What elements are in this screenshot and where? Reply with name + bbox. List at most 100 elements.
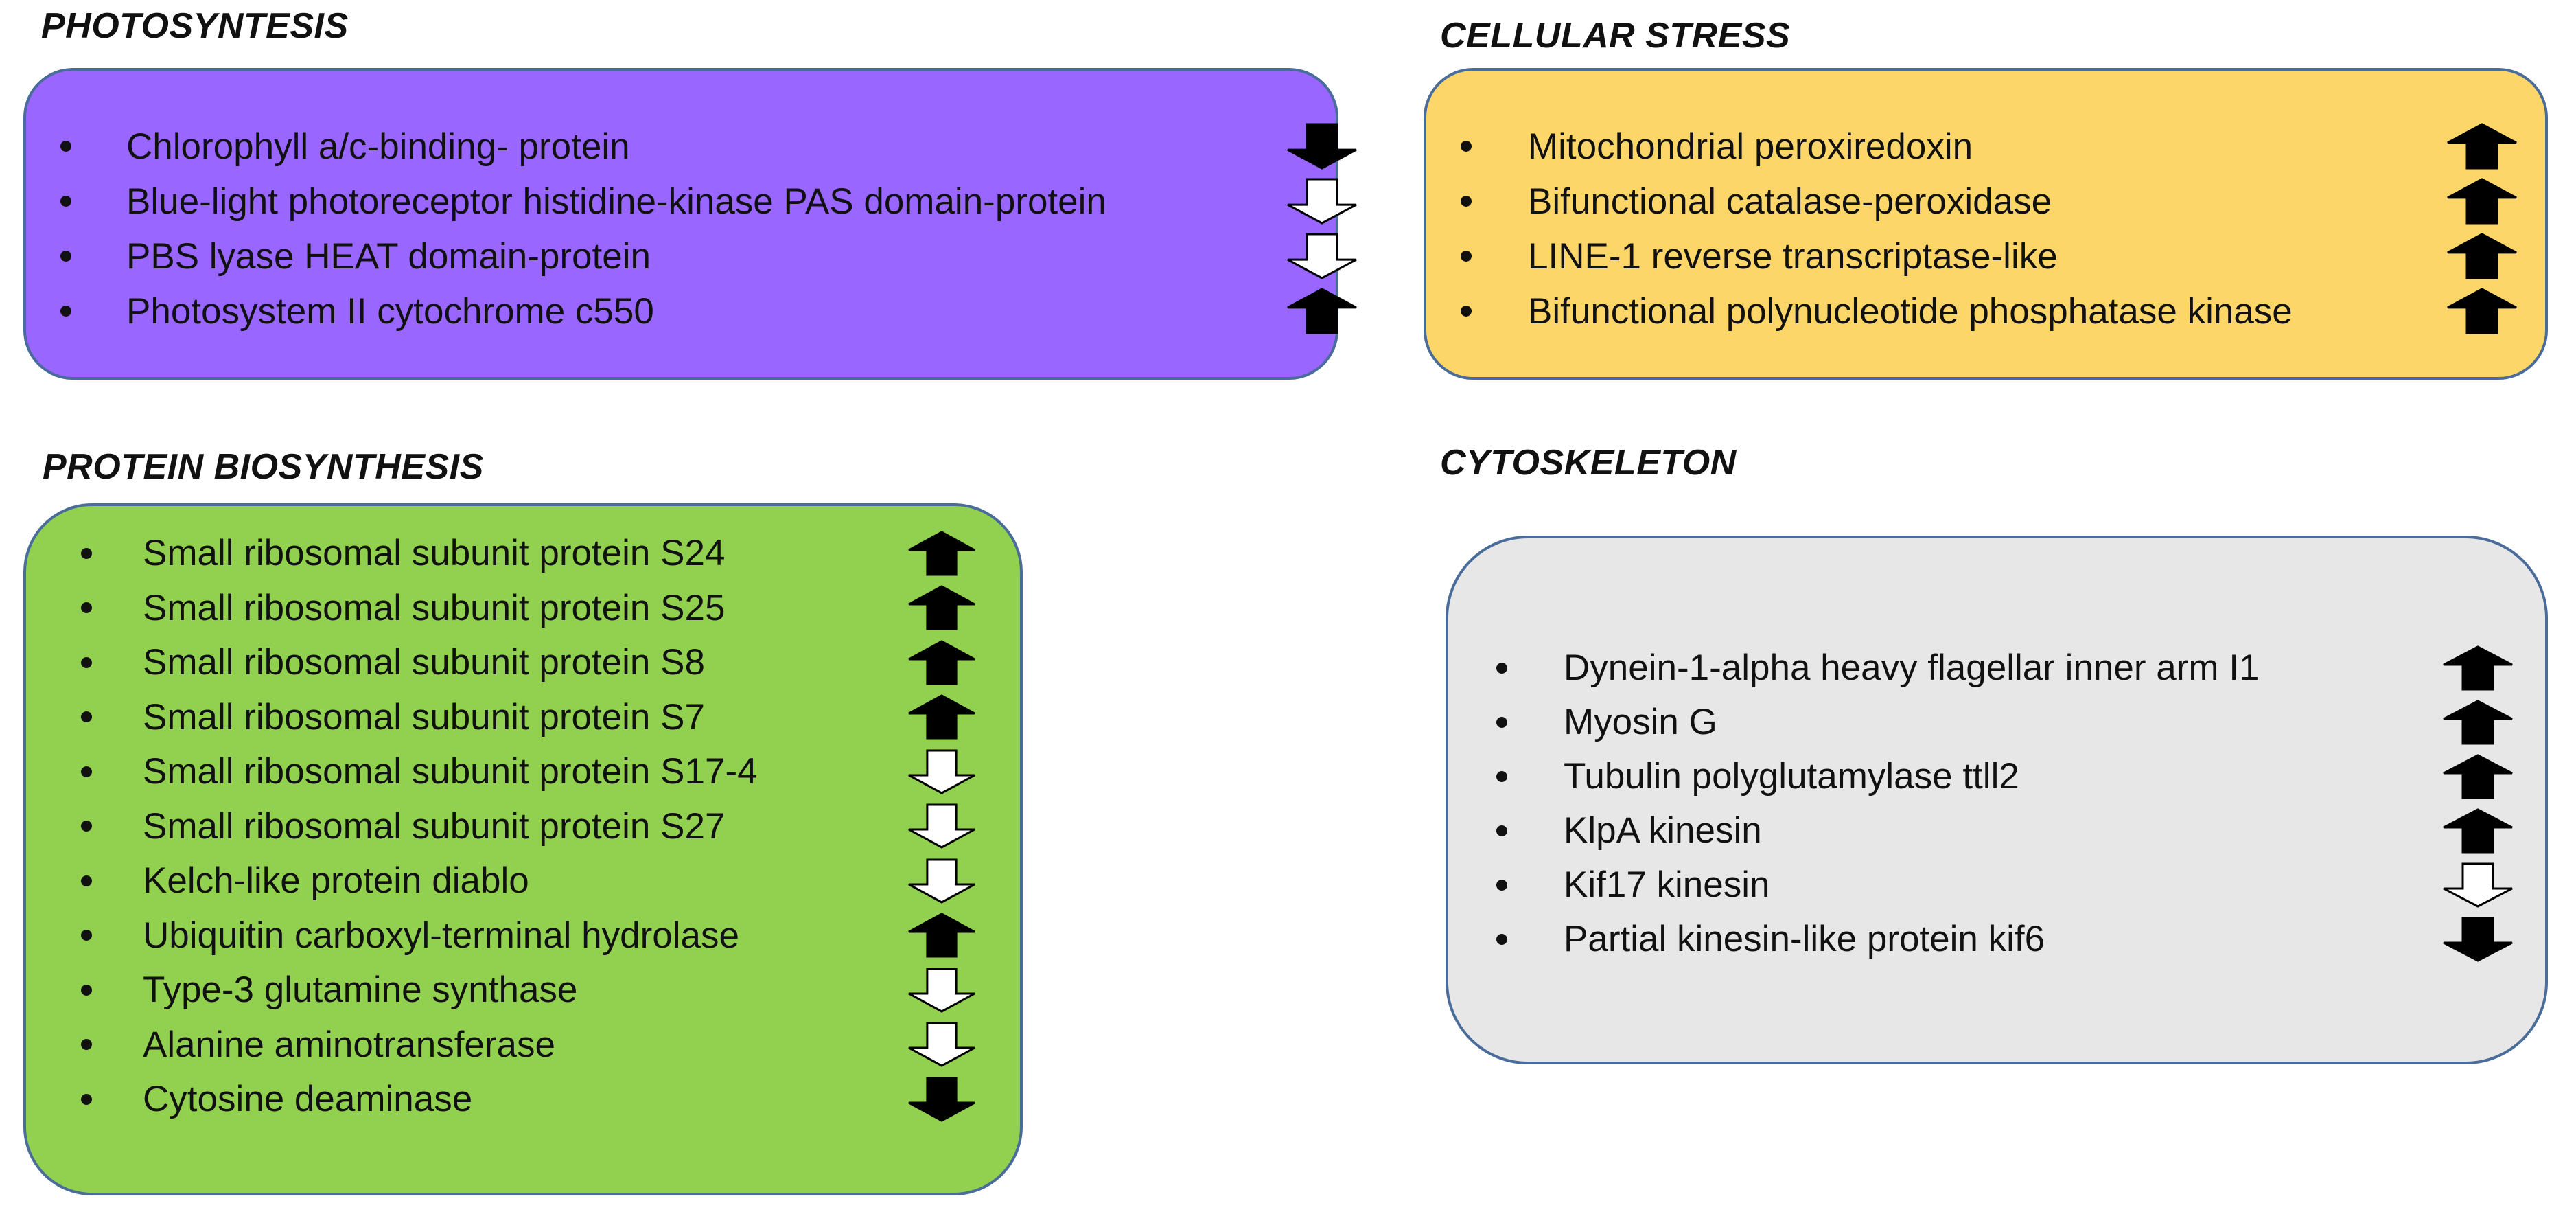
up-arrow-filled-icon: [909, 532, 975, 575]
down-arrow-outline-icon: [1288, 234, 1356, 278]
list-item: Partial kinesin-like protein kif6: [1496, 912, 2546, 966]
down-arrow-outline-icon: [909, 969, 975, 1011]
list-item: Small ribosomal subunit protein S8: [81, 635, 1021, 690]
down-arrow-outline-icon: [1288, 179, 1356, 223]
bullet-icon: [81, 602, 92, 614]
list-item: Photosystem II cytochrome c550: [60, 284, 1344, 339]
bullet-icon: [81, 1093, 92, 1105]
down-arrow-outline-icon: [2444, 864, 2512, 906]
down-arrow-filled-icon: [2444, 918, 2512, 961]
bullet-icon: [81, 984, 92, 996]
list-item: LINE-1 reverse transcriptase-like: [1461, 229, 2552, 284]
bullet-icon: [1461, 251, 1472, 262]
list-item: Kelch-like protein diablo: [81, 854, 1021, 908]
protein-label: LINE-1 reverse transcriptase-like: [1528, 236, 2058, 277]
protein-label: Kif17 kinesin: [1564, 865, 1770, 905]
protein-label: Small ribosomal subunit protein S24: [143, 533, 726, 574]
up-arrow-filled-icon: [2444, 701, 2512, 744]
list-item: Small ribosomal subunit protein S7: [81, 690, 1021, 745]
bullet-icon: [81, 875, 92, 886]
bullet-icon: [60, 196, 71, 207]
bullet-icon: [60, 141, 71, 152]
protein-label: Blue-light photoreceptor histidine-kinas…: [126, 181, 1106, 222]
list-item: Myosin G: [1496, 695, 2546, 749]
up-arrow-filled-icon: [2448, 289, 2516, 333]
protein-label: Tubulin polyglutamylase ttll2: [1564, 756, 2019, 797]
list-item: Kif17 kinesin: [1496, 858, 2546, 912]
protein-label: Small ribosomal subunit protein S7: [143, 696, 705, 737]
list-item: Small ribosomal subunit protein S17-4: [81, 744, 1021, 799]
bullet-icon: [1461, 196, 1472, 207]
list-item: Ubiquitin carboxyl-terminal hydrolase: [81, 908, 1021, 963]
list-item: Tubulin polyglutamylase ttll2: [1496, 749, 2546, 803]
list-item: Bifunctional catalase-peroxidase: [1461, 174, 2552, 229]
bullet-icon: [1496, 770, 1507, 782]
protein-label: Ubiquitin carboxyl-terminal hydrolase: [143, 915, 739, 956]
protein-label: Small ribosomal subunit protein S27: [143, 805, 726, 847]
bullet-icon: [1496, 879, 1507, 891]
bullet-icon: [81, 930, 92, 941]
cytoskeleton-list: Dynein-1-alpha heavy flagellar inner arm…: [1496, 641, 2546, 966]
bullet-icon: [81, 547, 92, 559]
section-title-cellular-stress: CELLULAR STRESS: [1440, 16, 1791, 56]
protein-label: Bifunctional catalase-peroxidase: [1528, 181, 2052, 222]
up-arrow-filled-icon: [2448, 179, 2516, 223]
list-item: Blue-light photoreceptor histidine-kinas…: [60, 174, 1344, 229]
protein-label: Mitochondrial peroxiredoxin: [1528, 126, 1973, 167]
bullet-icon: [81, 656, 92, 668]
protein-label: Myosin G: [1564, 702, 1717, 742]
list-item: Bifunctional polynucleotide phosphatase …: [1461, 284, 2552, 339]
up-arrow-filled-icon: [909, 914, 975, 957]
list-item: Cytosine deaminase: [81, 1072, 1021, 1127]
list-item: Chlorophyll a/c-binding- protein: [60, 119, 1344, 174]
down-arrow-outline-icon: [909, 1023, 975, 1066]
protein-label: Small ribosomal subunit protein S25: [143, 587, 726, 628]
bullet-icon: [1496, 825, 1507, 836]
bullet-icon: [81, 766, 92, 777]
down-arrow-filled-icon: [1288, 124, 1356, 168]
bullet-icon: [81, 1039, 92, 1051]
list-item: Small ribosomal subunit protein S25: [81, 581, 1021, 636]
protein-label: Alanine aminotransferase: [143, 1024, 556, 1065]
section-title-photosynthesis: PHOTOSYNTESIS: [41, 6, 349, 46]
section-title-protein-biosynthesis: PROTEIN BIOSYNTHESIS: [43, 447, 484, 487]
up-arrow-filled-icon: [909, 641, 975, 684]
list-item: Mitochondrial peroxiredoxin: [1461, 119, 2552, 174]
protein-label: Photosystem II cytochrome c550: [126, 290, 654, 332]
list-item: Type-3 glutamine synthase: [81, 963, 1021, 1018]
list-item: Small ribosomal subunit protein S24: [81, 526, 1021, 581]
protein-label: PBS lyase HEAT domain-protein: [126, 236, 651, 277]
section-title-cytoskeleton: CYTOSKELETON: [1440, 443, 1737, 483]
down-arrow-outline-icon: [909, 805, 975, 847]
list-item: KlpA kinesin: [1496, 803, 2546, 858]
protein-label: Bifunctional polynucleotide phosphatase …: [1528, 290, 2293, 332]
list-item: Small ribosomal subunit protein S27: [81, 799, 1021, 854]
bullet-icon: [1496, 662, 1507, 674]
up-arrow-filled-icon: [2444, 810, 2512, 852]
protein-label: Small ribosomal subunit protein S8: [143, 642, 705, 683]
bullet-icon: [60, 251, 71, 262]
down-arrow-outline-icon: [909, 860, 975, 902]
bullet-icon: [1461, 141, 1472, 152]
bullet-icon: [60, 306, 71, 317]
down-arrow-outline-icon: [909, 751, 975, 793]
up-arrow-filled-icon: [2444, 647, 2512, 689]
bullet-icon: [1461, 306, 1472, 317]
protein-label: Cytosine deaminase: [143, 1079, 473, 1120]
bullet-icon: [81, 711, 92, 723]
down-arrow-filled-icon: [909, 1078, 975, 1121]
bullet-icon: [81, 821, 92, 832]
protein-label: Partial kinesin-like protein kif6: [1564, 919, 2045, 959]
list-item: Alanine aminotransferase: [81, 1018, 1021, 1073]
list-item: PBS lyase HEAT domain-protein: [60, 229, 1344, 284]
up-arrow-filled-icon: [2448, 124, 2516, 168]
bullet-icon: [1496, 933, 1507, 945]
protein-label: KlpA kinesin: [1564, 810, 1762, 851]
up-arrow-filled-icon: [1288, 289, 1356, 333]
